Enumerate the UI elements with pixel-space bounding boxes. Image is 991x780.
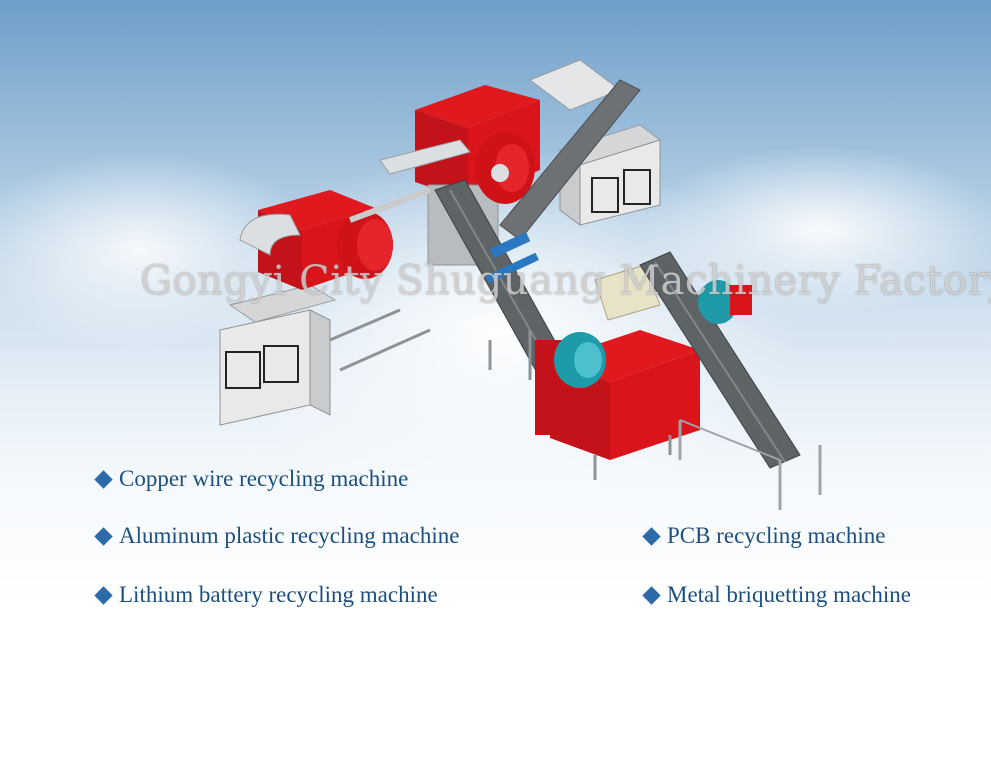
diamond-icon [94,526,113,546]
right-conveyor [639,251,822,510]
diamond-icon [642,526,661,546]
product-label: Aluminum plastic recycling machine [119,523,460,548]
recycling-machine-illustration [219,59,822,510]
product-item-copper[interactable]: Copper wire recycling machine [94,466,409,492]
watermark-text: Gongyi City Shuguang Machinery Factory [140,258,991,304]
product-item-pcb[interactable]: PCB recycling machine [642,523,886,549]
product-label: PCB recycling machine [667,523,886,548]
left-unit [219,190,431,426]
diamond-icon [94,469,113,489]
product-label: Metal briquetting machine [667,582,911,607]
product-item-lithium[interactable]: Lithium battery recycling machine [94,582,438,608]
product-label: Lithium battery recycling machine [119,582,438,607]
product-item-briquetting[interactable]: Metal briquetting machine [642,582,911,608]
product-label: Copper wire recycling machine [119,466,409,491]
diamond-icon [94,585,113,605]
diamond-icon [642,585,661,605]
right-rear-unit [499,59,662,241]
product-item-aluminum[interactable]: Aluminum plastic recycling machine [94,523,460,549]
front-right-unit [535,264,700,480]
